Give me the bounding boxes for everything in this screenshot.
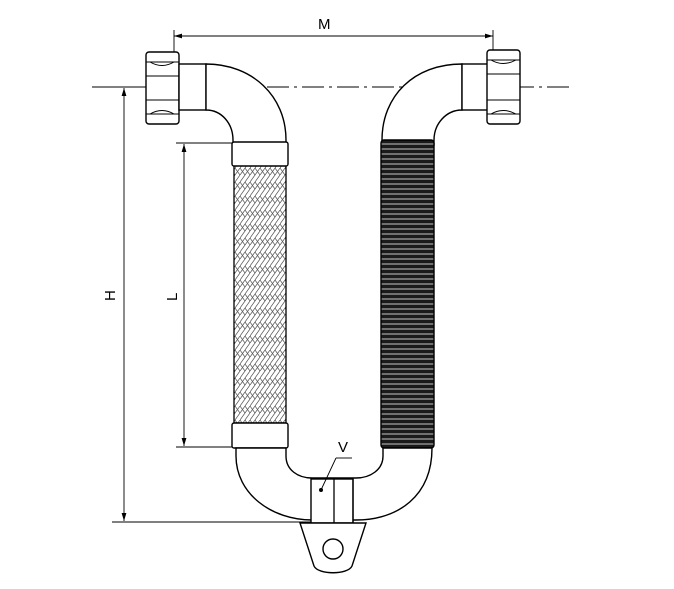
left-braided-hose — [231, 141, 289, 449]
dimension-m: M — [173, 16, 494, 60]
dimension-label-h: H — [102, 290, 119, 301]
dimension-h: H — [102, 86, 318, 523]
dimension-label-m: M — [318, 16, 331, 33]
dimension-l: L — [164, 142, 234, 448]
left-upper-elbow — [205, 63, 287, 146]
valve-body: V — [310, 439, 354, 524]
right-hex-nut — [461, 49, 521, 125]
valve-label: V — [338, 439, 348, 456]
right-corrugated-hose — [380, 139, 435, 449]
right-upper-elbow — [381, 63, 463, 146]
left-hex-nut — [145, 51, 207, 125]
dimension-label-l: L — [164, 293, 181, 301]
mounting-lug — [299, 522, 367, 574]
